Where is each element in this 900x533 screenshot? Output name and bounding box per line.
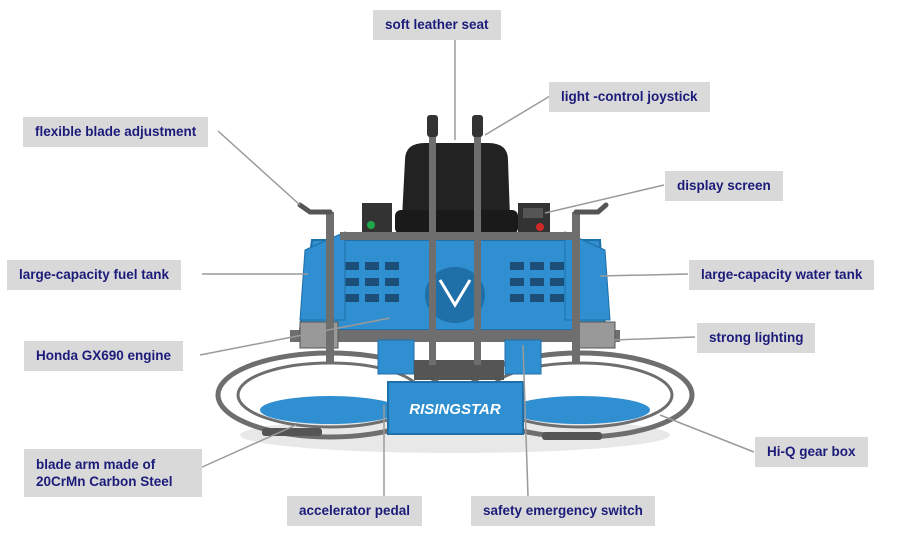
- label-large-capacity-fuel-tank: large-capacity fuel tank: [7, 260, 182, 290]
- water-tank: [564, 231, 611, 321]
- left-joystick: [429, 120, 436, 365]
- label-flexible-blade-adjustment: flexible blade adjustment: [23, 117, 209, 147]
- right-light: [574, 321, 616, 349]
- label-honda-gx690-engine: Honda GX690 engine: [24, 341, 184, 371]
- label-safety-emergency-switch: safety emergency switch: [471, 496, 655, 526]
- brand-logo: RISINGSTAR: [409, 401, 501, 418]
- left-console: [362, 203, 392, 233]
- label-hi-q-gear-box: Hi-Q gear box: [755, 437, 868, 467]
- label-strong-lighting: strong lighting: [697, 323, 816, 353]
- label-blade-arm: blade arm made of 20CrMn Carbon Steel: [24, 449, 202, 497]
- label-accelerator-pedal: accelerator pedal: [287, 496, 423, 526]
- right-joystick: [474, 120, 481, 365]
- grille: [345, 262, 564, 302]
- label-soft-leather-seat: soft leather seat: [373, 10, 501, 40]
- seat: [402, 143, 510, 218]
- fuel-tank: [299, 231, 346, 321]
- label-large-capacity-water-tank: large-capacity water tank: [689, 260, 875, 290]
- label-light-control-joystick: light -control joystick: [549, 82, 710, 112]
- right-blade-disc: [510, 396, 650, 424]
- left-blade-disc: [260, 396, 400, 424]
- label-display-screen: display screen: [665, 171, 783, 201]
